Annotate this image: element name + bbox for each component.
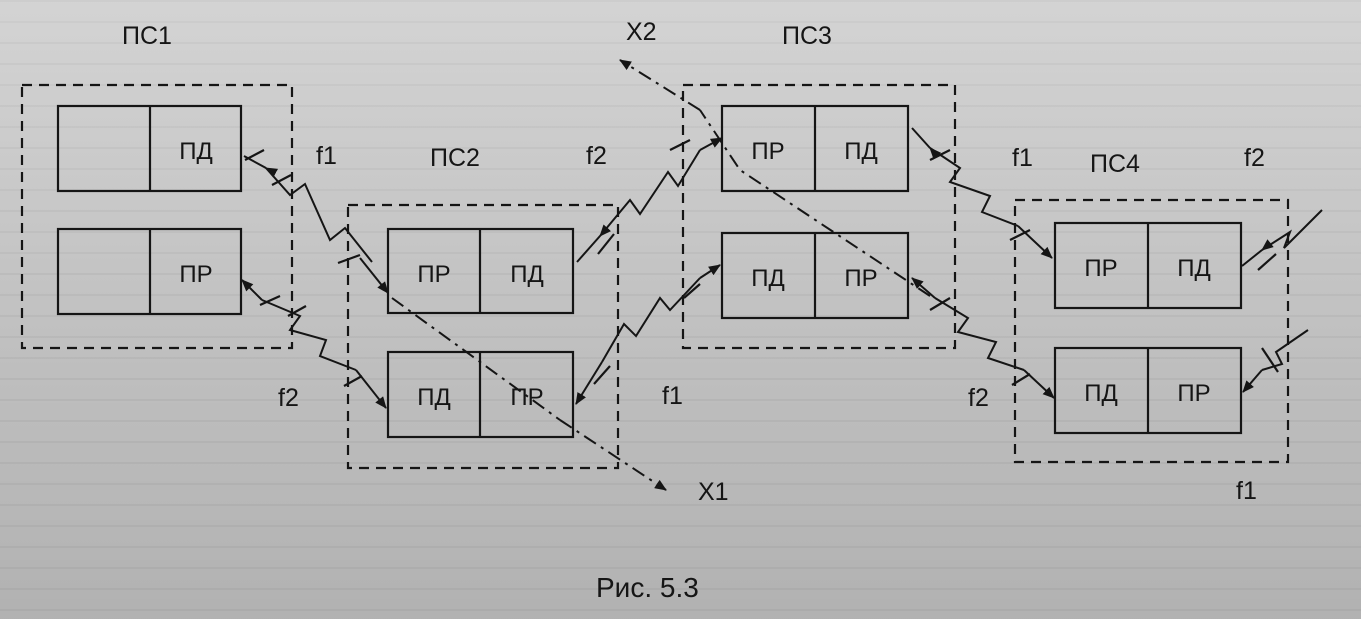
ps3-lower-left-cell: ПД bbox=[751, 265, 785, 292]
ps4-upper-right-cell: ПД bbox=[1177, 255, 1211, 282]
ps2-lower-block: ПД ПР bbox=[386, 350, 575, 439]
ps3-upper-right-cell: ПД bbox=[844, 138, 878, 165]
ps1-lower-right-cell: ПР bbox=[179, 261, 212, 288]
radio-link-ps3-ps4-upper bbox=[911, 127, 1053, 259]
ps3-upper-left-cell: ПР bbox=[751, 138, 784, 165]
ps2-lower-left-cell: ПД bbox=[417, 384, 451, 411]
radio-link-ps4-out-upper bbox=[1241, 209, 1323, 271]
ps2-upper-block: ПР ПД bbox=[386, 227, 575, 315]
freq-label-ps4-out-upper: f2 bbox=[1244, 144, 1265, 172]
station-label-ps4: ПС4 bbox=[1090, 150, 1140, 178]
ps4-lower-right-cell: ПР bbox=[1177, 380, 1210, 407]
ps2-upper-right-cell: ПД bbox=[510, 261, 544, 288]
ps2-upper-left-cell: ПР bbox=[417, 261, 450, 288]
interference-path-x2 bbox=[619, 59, 931, 297]
figure-caption: Рис. 5.3 bbox=[596, 572, 699, 603]
freq-label-ps3-ps4-upper: f1 bbox=[1012, 144, 1033, 172]
station-label-ps1: ПС1 bbox=[122, 22, 172, 50]
station-frame-ps2 bbox=[346, 203, 620, 470]
ps3-lower-right-cell: ПР bbox=[844, 265, 877, 292]
radio-link-ps4-in-lower bbox=[1242, 329, 1309, 393]
freq-label-ps2-ps3-upper: f2 bbox=[586, 142, 607, 170]
station-label-ps3: ПС3 bbox=[782, 22, 832, 50]
station-frame-ps4 bbox=[1013, 198, 1290, 464]
ps1-lower-block: ПР bbox=[56, 227, 243, 316]
ps4-upper-block: ПР ПД bbox=[1053, 221, 1243, 310]
interference-label-x1: X1 bbox=[698, 478, 729, 506]
interference-label-x2: X2 bbox=[626, 18, 657, 46]
ps1-upper-right-cell: ПД bbox=[179, 138, 213, 165]
ps4-lower-block: ПД ПР bbox=[1053, 346, 1243, 435]
freq-label-ps1-ps2-lower: f2 bbox=[278, 384, 299, 412]
radio-link-ps1-ps2-upper bbox=[243, 149, 389, 294]
station-frame-ps1 bbox=[20, 83, 294, 350]
ps4-lower-left-cell: ПД bbox=[1084, 380, 1118, 407]
radio-link-ps2-ps3-upper bbox=[576, 137, 723, 263]
ps3-upper-block: ПР ПД bbox=[720, 104, 910, 193]
freq-label-ps1-ps2-upper: f1 bbox=[316, 142, 337, 170]
freq-label-ps4-in-lower: f1 bbox=[1236, 477, 1257, 505]
station-label-ps2: ПС2 bbox=[430, 144, 480, 172]
radio-link-ps1-ps2-lower bbox=[241, 279, 387, 409]
ps1-upper-block: ПД bbox=[56, 104, 243, 193]
radio-link-ps2-ps3-lower bbox=[575, 264, 721, 405]
station-frame-ps3 bbox=[681, 83, 957, 350]
interference-path-x1 bbox=[391, 297, 667, 491]
ps3-lower-block: ПД ПР bbox=[720, 231, 910, 320]
ps4-upper-left-cell: ПР bbox=[1084, 255, 1117, 282]
freq-label-ps3-ps4-lower: f2 bbox=[968, 384, 989, 412]
freq-label-ps2-ps3-lower: f1 bbox=[662, 382, 683, 410]
radio-link-ps3-ps4-lower bbox=[911, 277, 1055, 399]
